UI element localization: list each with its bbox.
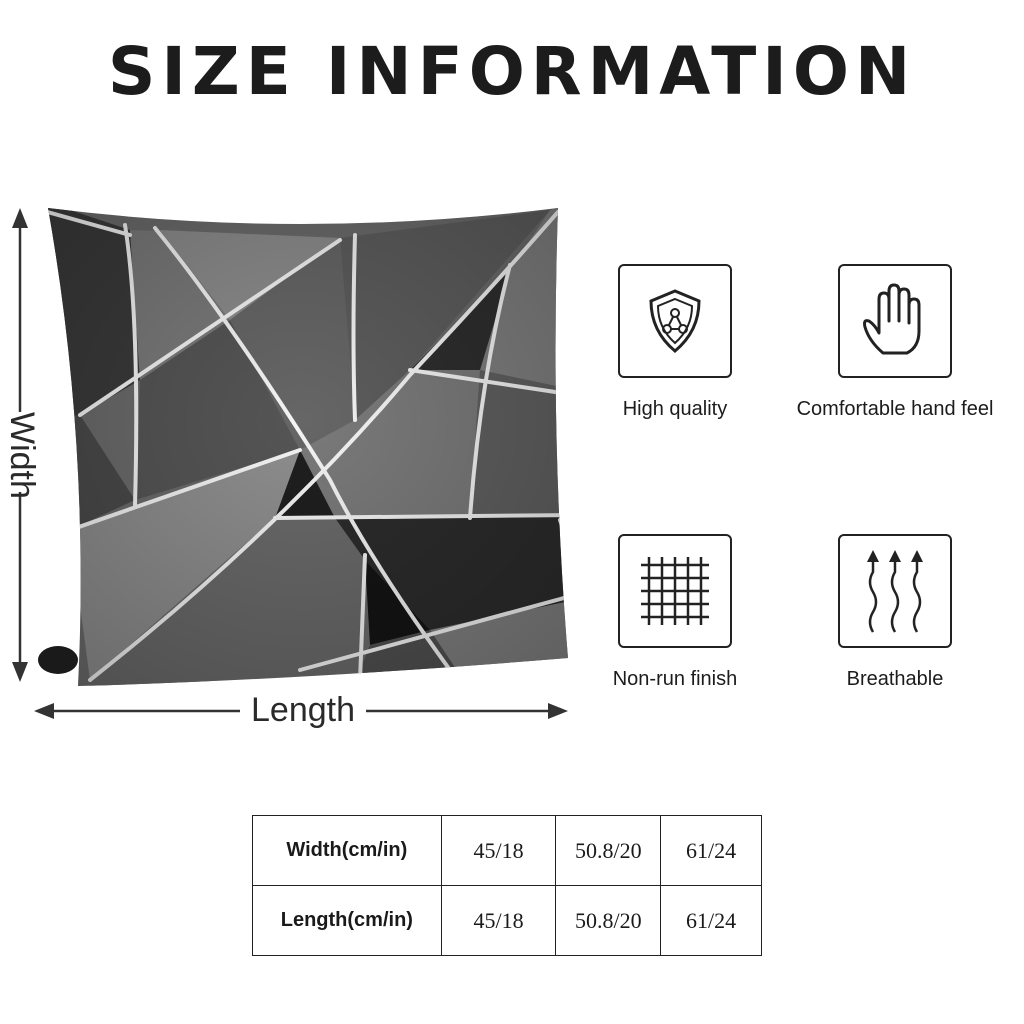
hand-icon — [838, 264, 952, 378]
table-cell: 50.8/20 — [555, 885, 662, 956]
table-row: Length(cm/in) 45/18 50.8/20 61/24 — [252, 885, 762, 956]
feature-comfortable-hand-feel: Comfortable hand feel — [775, 264, 1015, 421]
page-title: SIZE INFORMATION — [107, 33, 917, 110]
length-dimension-label: Length — [240, 690, 366, 730]
width-dimension-label: Width — [2, 412, 42, 499]
feature-label: Breathable — [846, 668, 944, 690]
grid-icon — [618, 534, 732, 648]
breathable-arrows-icon — [838, 534, 952, 648]
row-header: Width(cm/in) — [252, 815, 442, 886]
table-cell: 45/18 — [440, 885, 557, 956]
row-header: Length(cm/in) — [252, 885, 442, 956]
table-cell: 61/24 — [660, 885, 762, 956]
feature-high-quality: High quality — [555, 264, 795, 421]
feature-label: Non-run finish — [612, 668, 738, 690]
shield-icon — [618, 264, 732, 378]
table-cell: 50.8/20 — [555, 815, 662, 886]
feature-label: Comfortable hand feel — [796, 398, 994, 420]
table-cell: 61/24 — [660, 815, 762, 886]
table-row: Width(cm/in) 45/18 50.8/20 61/24 — [252, 815, 762, 886]
table-cell: 45/18 — [440, 815, 557, 886]
size-table: Width(cm/in) 45/18 50.8/20 61/24 Length(… — [252, 815, 762, 956]
feature-breathable: Breathable — [775, 534, 1015, 691]
feature-non-run-finish: Non-run finish — [555, 534, 795, 691]
feature-label: High quality — [622, 398, 728, 420]
pillow-image — [38, 208, 568, 686]
